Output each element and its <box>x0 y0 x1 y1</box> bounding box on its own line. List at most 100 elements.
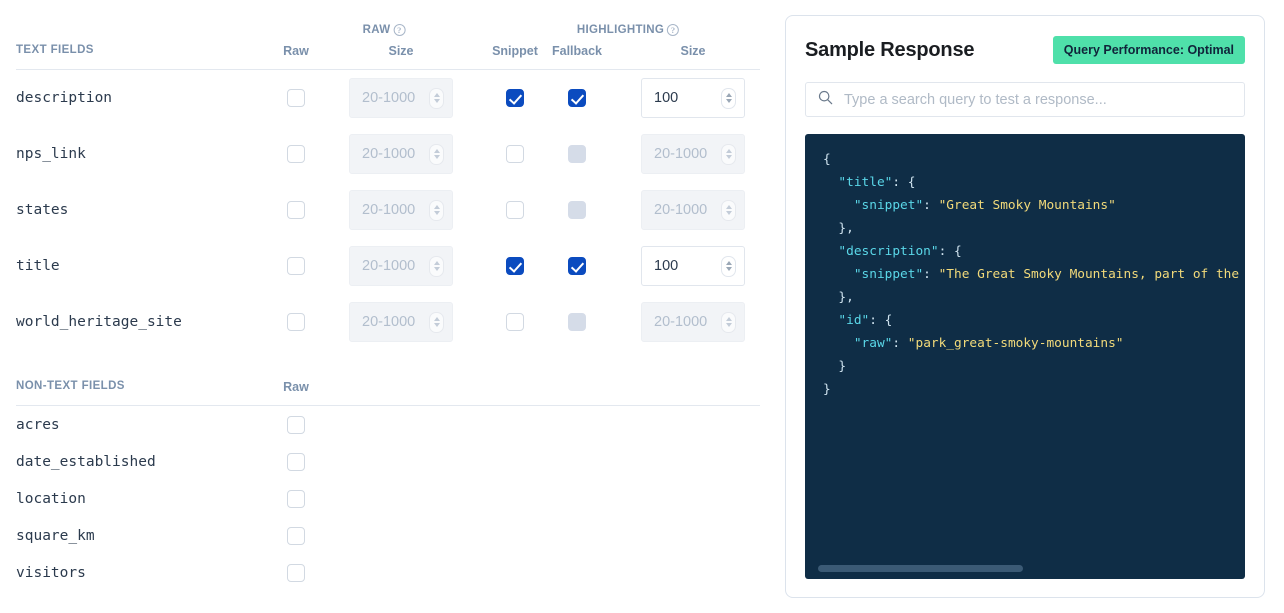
table-cell <box>506 257 524 275</box>
table-cell: 20-1000 <box>349 302 453 342</box>
table-cell <box>568 313 586 331</box>
sample-response-card: Sample Response Query Performance: Optim… <box>785 15 1265 598</box>
code-token-punc: : <box>923 198 939 213</box>
help-circle-icon[interactable]: ? <box>667 24 680 36</box>
code-line: } <box>823 378 1245 401</box>
sample-response-header: Sample Response Query Performance: Optim… <box>805 34 1245 66</box>
snippet-checkbox[interactable] <box>506 257 524 275</box>
table-row: square_km <box>16 517 760 554</box>
horizontal-scrollbar[interactable] <box>818 565 1023 572</box>
table-cell: 20-1000 <box>349 134 453 174</box>
json-response-panel: { "title": { "snippet": "Great Smoky Mou… <box>805 134 1245 579</box>
raw-checkbox[interactable] <box>287 452 305 471</box>
raw-size-input-stepper <box>429 199 444 221</box>
search-icon <box>818 90 833 110</box>
column-header-raw-size: Size <box>388 44 414 58</box>
column-header-highlight-size: Size <box>680 44 706 58</box>
raw-size-input-stepper <box>429 87 444 109</box>
field-name: acres <box>16 416 60 433</box>
highlight-size-input-value: 100 <box>654 258 679 274</box>
raw-checkbox[interactable] <box>287 145 305 163</box>
highlight-size-input: 20-1000 <box>641 190 745 230</box>
raw-size-input: 20-1000 <box>349 246 453 286</box>
table-row: acres <box>16 406 760 443</box>
field-name: title <box>16 258 60 274</box>
highlight-size-input-value: 20-1000 <box>654 202 708 218</box>
raw-checkbox[interactable] <box>287 257 305 275</box>
table-cell <box>287 89 305 107</box>
table-cell <box>287 313 305 331</box>
snippet-checkbox[interactable] <box>506 145 524 163</box>
raw-size-input-value: 20-1000 <box>362 202 416 218</box>
fallback-checkbox <box>568 145 586 163</box>
text-fields-section-title: TEXT FIELDS <box>16 44 94 56</box>
code-token-str: "The Great Smoky Mountains, part of the … <box>938 267 1240 282</box>
non-text-fields-column-headers: NON-TEXT FIELDS Raw <box>16 380 760 406</box>
table-cell: 20-1000 <box>641 302 745 342</box>
table-row: description 20-1000 100 <box>16 70 760 126</box>
raw-size-input: 20-1000 <box>349 134 453 174</box>
snippet-checkbox[interactable] <box>506 201 524 219</box>
raw-checkbox[interactable] <box>287 415 305 434</box>
code-line: "snippet": "Great Smoky Mountains" <box>823 194 1245 217</box>
table-cell: 100 <box>641 246 745 286</box>
table-row: title 20-1000 100 <box>16 238 760 294</box>
snippet-checkbox[interactable] <box>506 89 524 107</box>
search-input[interactable] <box>844 91 1232 108</box>
json-response-code: { "title": { "snippet": "Great Smoky Mou… <box>823 148 1245 401</box>
table-cell: 20-1000 <box>641 190 745 230</box>
table-cell <box>568 257 586 275</box>
raw-size-input-stepper <box>429 311 444 333</box>
raw-checkbox[interactable] <box>287 489 305 508</box>
highlight-size-input[interactable]: 100 <box>641 78 745 118</box>
code-line: "raw": "park_great-smoky-mountains" <box>823 332 1245 355</box>
table-cell <box>287 257 305 275</box>
code-token-key: "description" <box>838 244 939 259</box>
section-spacer <box>16 350 760 380</box>
code-line: } <box>823 355 1245 378</box>
raw-checkbox[interactable] <box>287 526 305 545</box>
raw-checkbox[interactable] <box>287 563 305 582</box>
table-row: world_heritage_site 20-1000 20-1000 <box>16 294 760 350</box>
table-cell: 100 <box>641 78 745 118</box>
code-token-punc: { <box>823 152 831 167</box>
code-token-key: "id" <box>838 313 870 328</box>
fallback-checkbox[interactable] <box>568 89 586 107</box>
table-cell <box>506 89 524 107</box>
code-token-punc: : <box>892 336 908 351</box>
fallback-checkbox[interactable] <box>568 257 586 275</box>
highlight-size-input-value: 20-1000 <box>654 146 708 162</box>
raw-checkbox[interactable] <box>287 89 305 107</box>
highlight-size-input-stepper[interactable] <box>721 87 736 109</box>
highlight-size-input-stepper[interactable] <box>721 255 736 277</box>
field-settings-pane: RAW ? HIGHLIGHTING ? TEXT FIELDS Raw Siz… <box>0 0 770 613</box>
raw-checkbox[interactable] <box>287 313 305 331</box>
group-header-highlighting-label: HIGHLIGHTING <box>576 24 665 36</box>
code-line: "snippet": "The Great Smoky Mountains, p… <box>823 263 1245 286</box>
column-header-fallback: Fallback <box>551 44 603 58</box>
field-name: description <box>16 90 113 106</box>
search-field[interactable] <box>805 82 1245 117</box>
snippet-checkbox[interactable] <box>506 313 524 331</box>
table-cell <box>287 415 305 434</box>
highlight-size-input[interactable]: 100 <box>641 246 745 286</box>
field-name: world_heritage_site <box>16 314 182 330</box>
text-fields-column-headers: TEXT FIELDS Raw Size Snippet Fallback Si… <box>16 44 760 70</box>
code-token-punc: : <box>923 267 939 282</box>
group-header-row: RAW ? HIGHLIGHTING ? <box>16 0 760 44</box>
code-token-key: "title" <box>838 175 893 190</box>
raw-checkbox[interactable] <box>287 201 305 219</box>
table-cell: 20-1000 <box>349 78 453 118</box>
code-token-key: "snippet" <box>853 198 924 213</box>
code-line: "id": { <box>823 309 1245 332</box>
table-cell <box>506 313 524 331</box>
raw-size-input: 20-1000 <box>349 78 453 118</box>
table-cell <box>287 201 305 219</box>
highlight-size-input-stepper <box>721 311 736 333</box>
help-circle-icon[interactable]: ? <box>393 24 406 36</box>
code-line: { <box>823 148 1245 171</box>
highlight-size-input-value: 100 <box>654 90 679 106</box>
